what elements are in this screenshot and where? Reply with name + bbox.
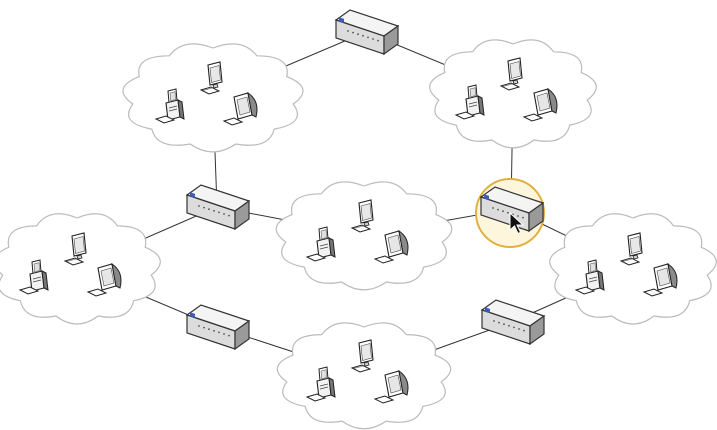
network-segments xyxy=(0,39,717,430)
router-icon xyxy=(186,184,250,230)
router-icon xyxy=(335,9,399,55)
cloud-icon xyxy=(549,213,717,325)
cloud-icon xyxy=(0,213,161,325)
router-icon xyxy=(481,299,545,345)
cloud-right xyxy=(549,213,717,325)
cloud-bottom xyxy=(276,322,452,430)
router-icon xyxy=(186,304,250,350)
router-bottom-left[interactable] xyxy=(186,304,250,350)
cursor-layer xyxy=(509,211,525,235)
cloud-icon xyxy=(122,43,304,153)
mouse-cursor-icon xyxy=(509,211,525,235)
cloud-icon xyxy=(275,181,453,291)
router-left[interactable] xyxy=(186,184,250,230)
cloud-center xyxy=(275,181,453,291)
cloud-icon xyxy=(276,322,452,430)
cloud-top-left xyxy=(122,43,304,153)
router-top[interactable] xyxy=(335,9,399,55)
router-bottom-right[interactable] xyxy=(481,299,545,345)
cloud-left xyxy=(0,213,161,325)
cloud-icon xyxy=(429,39,597,149)
cloud-top-right xyxy=(429,39,597,149)
